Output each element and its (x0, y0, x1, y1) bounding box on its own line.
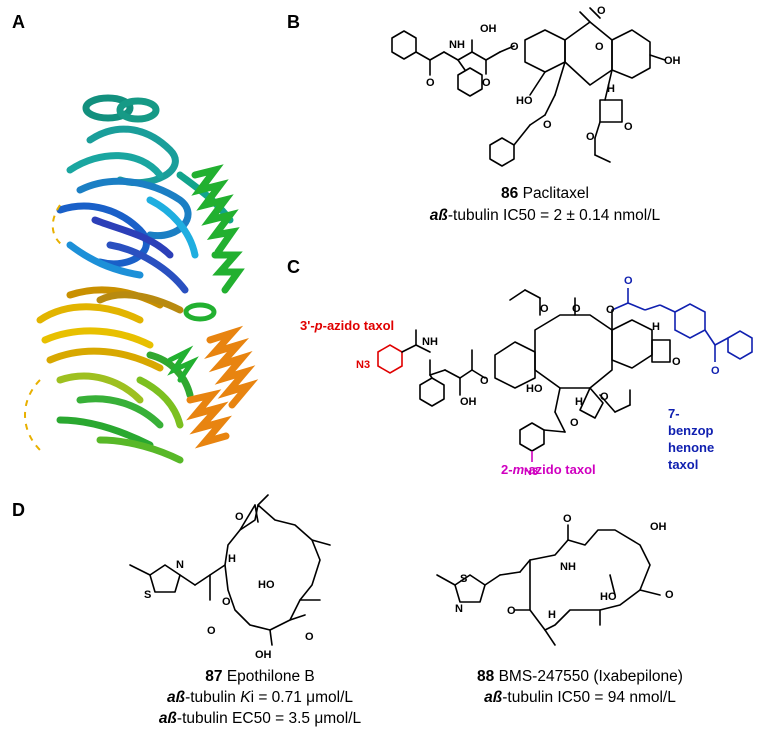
panel-letter-c: C (287, 257, 300, 277)
atom-o: O (480, 375, 489, 387)
atom-n: N (455, 603, 463, 615)
atom-o: O (672, 356, 681, 368)
atom-oh: OH (460, 396, 477, 408)
atom-n3-red: N3 (356, 359, 370, 371)
label-7-benzophenone-taxol: 7- benzop henone taxol (668, 406, 715, 472)
epothilone-b-caption-name: 87 Epothilone B (205, 668, 315, 685)
atom-o: O (586, 131, 595, 143)
atom-oh: OH (255, 649, 272, 661)
paclitaxel-caption-activity: aß-tubulin IC50 = 2 ± 0.14 nmol/L (429, 207, 661, 224)
atom-o: O (426, 77, 435, 89)
atom-h: H (607, 83, 615, 95)
atom-o: O (563, 513, 572, 525)
label-3-p-azido-taxol: 3'-p-azido taxol (300, 318, 395, 333)
ixabepilone-caption-name: 88 BMS-247550 (Ixabepilone) (477, 668, 683, 685)
atom-n: N (176, 559, 184, 571)
atom-o: O (482, 77, 491, 89)
atom-o-blue: O (624, 275, 633, 287)
atom-n3-magenta: N3 (524, 466, 538, 478)
atom-o: O (207, 625, 216, 637)
atom-nh: NH (560, 561, 576, 573)
atom-o: O (665, 589, 674, 601)
atom-o: O (543, 119, 552, 131)
atom-o-blue: O (711, 365, 720, 377)
atom-o: O (305, 631, 314, 643)
atom-s: S (460, 573, 467, 585)
atom-oh: OH (664, 55, 681, 67)
panel-letter-a: A (12, 12, 25, 32)
atom-o: O (540, 303, 549, 315)
atom-nh: NH (422, 336, 438, 348)
atom-o: O (235, 511, 244, 523)
epothilone-b-caption-ki: aß-tubulin Ki = 0.71 μmol/L (166, 689, 353, 706)
atom-ho: HO (526, 383, 543, 395)
paclitaxel-caption-name: 86 Paclitaxel (501, 185, 589, 202)
atom-ho: HO (600, 591, 617, 603)
atom-o: O (510, 41, 519, 53)
atom-o: O (595, 41, 604, 53)
atom-o: O (222, 596, 231, 608)
atom-o: O (597, 5, 606, 17)
atom-oh: OH (480, 23, 497, 35)
atom-h: H (228, 553, 236, 565)
atom-ho: HO (516, 95, 533, 107)
panel-letter-d: D (12, 500, 25, 520)
atom-ho: HO (258, 579, 275, 591)
atom-s: S (144, 589, 151, 601)
epothilone-b-caption-ec50: aß-tubulin EC50 = 3.5 μmol/L (158, 710, 362, 727)
panel-letter-b: B (287, 12, 300, 32)
atom-h: H (548, 609, 556, 621)
atom-o: O (570, 417, 579, 429)
atom-o: O (507, 605, 516, 617)
atom-nh: NH (449, 39, 465, 51)
atom-h: H (652, 321, 660, 333)
atom-o: O (572, 303, 581, 315)
atom-o: O (600, 391, 609, 403)
atom-o: O (606, 304, 615, 316)
atom-o: O (624, 121, 633, 133)
atom-oh: OH (650, 521, 667, 533)
atom-h: H (575, 396, 583, 408)
label-2-m-azido-taxol: 2-m-azido taxol (501, 462, 596, 477)
ixabepilone-caption-ic50: aß-tubulin IC50 = 94 nmol/L (484, 689, 676, 706)
